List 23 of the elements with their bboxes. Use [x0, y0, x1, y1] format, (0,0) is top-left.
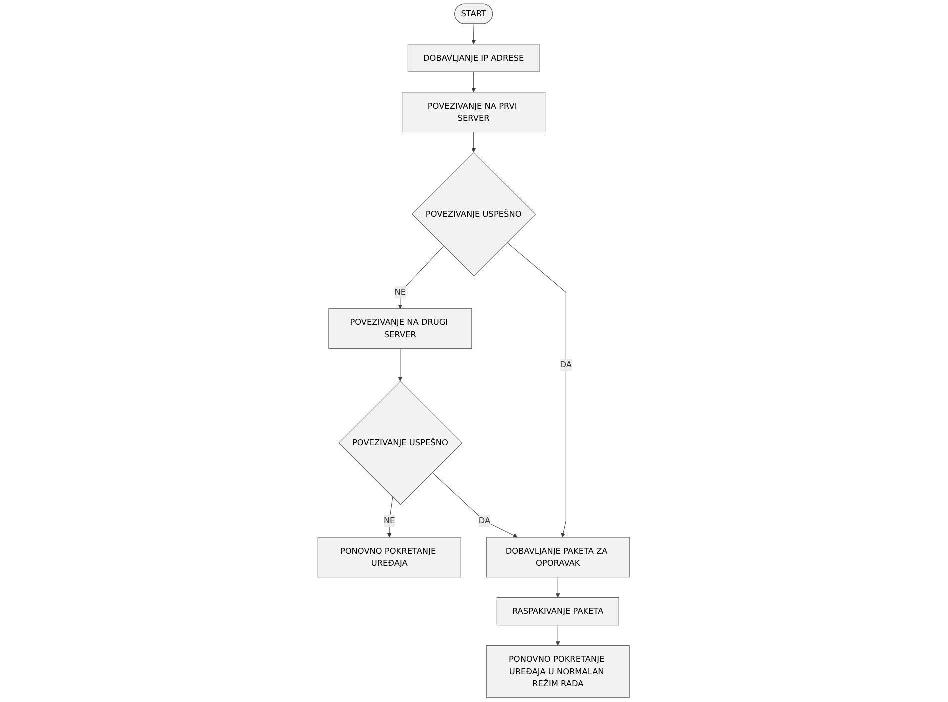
node-box: PONOVNO POKRETANJE UREĐAJA [318, 537, 462, 578]
edge-label: DA [560, 360, 572, 370]
edge-label: DA [478, 516, 491, 526]
edge-label: NE [384, 516, 396, 526]
node-box: POVEZIVANJE NA DRUGI SERVER [328, 308, 472, 349]
node-box: POVEZIVANJE NA PRVI SERVER [402, 92, 546, 133]
node-diamond: POVEZIVANJE USPEŠNO [412, 152, 536, 277]
arrow [432, 472, 518, 538]
arrow [388, 497, 394, 538]
arrow [398, 246, 444, 310]
arrow [472, 132, 476, 153]
arrow [556, 577, 560, 598]
node-box: RASPAKIVANJE PAKETA [497, 598, 620, 626]
arrow [398, 348, 403, 382]
edge-label: NE [394, 287, 406, 298]
node-diamond: POVEZIVANJE USPEŠNO [338, 381, 463, 506]
arrow [556, 625, 560, 646]
node-box: DOBAVLJANJE IP ADRESE [408, 44, 540, 72]
node-box: PONOVNO POKRETANJE UREĐAJA U NORMALAN REŽIM RADA [486, 646, 630, 698]
arrow [507, 242, 567, 538]
node-box: DOBAVLJANJE PAKETA ZA OPORAVAK [486, 537, 630, 578]
arrow [472, 72, 476, 93]
arrow [472, 24, 476, 45]
